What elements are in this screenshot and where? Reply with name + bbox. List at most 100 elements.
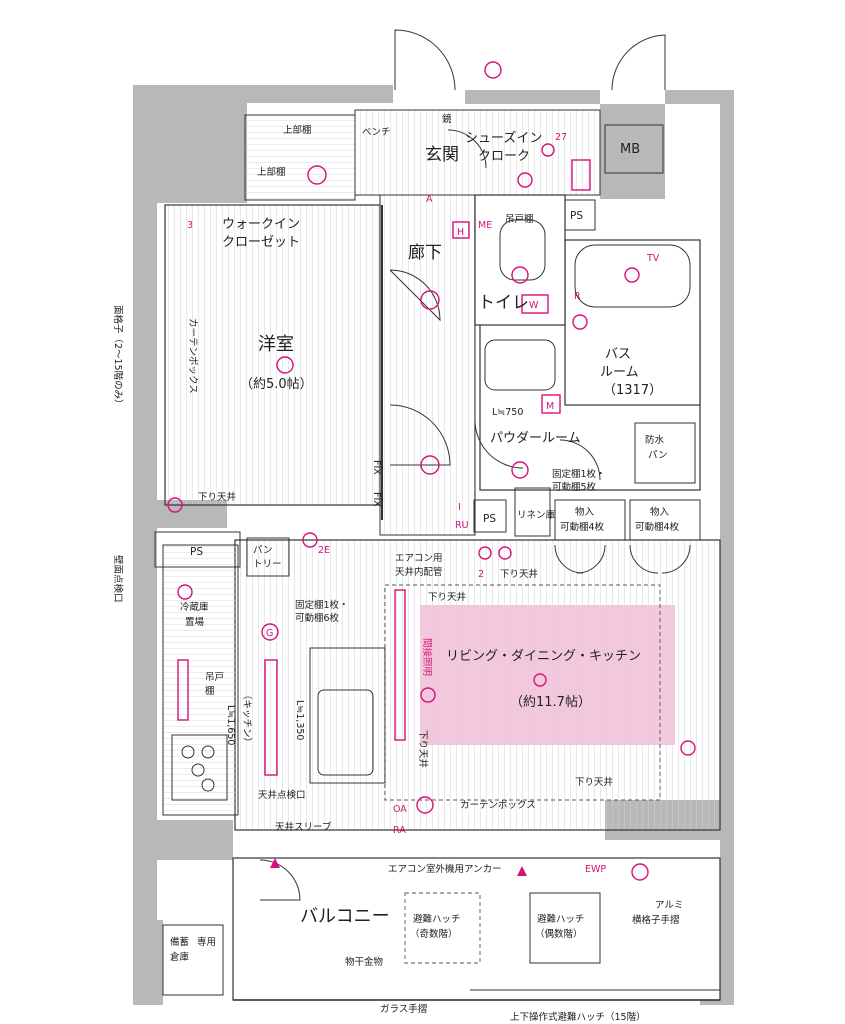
symbol-G: G: [266, 628, 273, 639]
label-bath-2: ルーム: [600, 365, 639, 380]
label-bench: ベンチ: [362, 127, 391, 138]
label-fix2: FIX: [371, 492, 382, 507]
label-lowered-ceiling5: 下り天井: [417, 730, 429, 768]
label-curtain-box: カーテンボックス: [460, 800, 536, 811]
label-hatch-odd-2: （奇数階）: [410, 928, 458, 940]
label-western-room-size: （約5.0帖）: [240, 377, 313, 392]
label-mirror: 鏡: [442, 113, 452, 125]
label-aluminium-2: 横格子手摺: [632, 914, 680, 926]
labels: 玄関 シューズイン クローク MB PS PS PS 上部棚 上部棚 ベンチ 鏡…: [112, 113, 683, 1023]
symbol-I: I: [458, 502, 461, 513]
label-shoes-closet-1: シューズイン: [465, 130, 542, 146]
label-shelf-fixed-1: 固定棚1枚・: [552, 468, 606, 480]
label-l750: L≒750: [492, 407, 523, 418]
label-storage1-2: 可動棚4枚: [560, 521, 605, 533]
label-aircon-anchor: エアコン室外機用アンカー: [388, 863, 502, 875]
label-curtain-box2: カーテンボックス: [187, 318, 198, 394]
label-waterproof-pan-1: 防水: [645, 434, 665, 446]
label-l1650: L≒1,650: [225, 705, 236, 745]
label-pantry-2: トリー: [253, 559, 282, 570]
label-balcony: バルコニー: [300, 906, 390, 927]
label-hanging-shelf: 吊戸棚: [505, 213, 534, 225]
label-pantry-shelf-1: 固定棚1枚・: [295, 599, 349, 611]
symbol-RA: RA: [393, 825, 406, 836]
electrical-symbols: [167, 61, 696, 881]
label-powder-room: パウダールーム: [490, 431, 581, 446]
label-storage2-1: 物入: [650, 506, 670, 518]
label-waterproof-pan-2: パン: [648, 450, 667, 461]
label-face-lattice: 面格子（2〜15階のみ）: [112, 305, 124, 409]
label-ceiling-sleeve: 天井スリーブ: [275, 821, 332, 833]
symbol-W: W: [529, 300, 539, 311]
label-lowered-ceiling1: 下り天井: [198, 491, 236, 503]
label-aluminium-1: アルミ: [655, 900, 683, 911]
fixtures: [154, 124, 701, 801]
label-aircon-pipe-1: エアコン用: [395, 553, 443, 564]
label-ps2: PS: [483, 513, 496, 525]
label-fridge-2: 置場: [185, 616, 205, 628]
label-hatch-15: 上下操作式避難ハッチ（15階）: [510, 1011, 646, 1023]
label-lowered-ceiling2: 下り天井: [500, 568, 538, 580]
label-toilet: トイレ: [478, 293, 529, 313]
label-shelf-fixed-2: 可動棚5枚: [552, 481, 597, 493]
label-western-room: 洋室: [258, 334, 294, 355]
label-wall-inspection: 壁面点検口: [112, 555, 124, 603]
symbol-OA: OA: [393, 804, 407, 815]
symbol-RU: RU: [455, 520, 469, 531]
label-storage-warehouse-2: 倉庫: [170, 951, 190, 963]
label-hanging-shelf2-2: 棚: [205, 685, 215, 697]
symbol-R: R: [574, 291, 581, 302]
label-pantry-1: パン: [253, 545, 272, 556]
label-hanging-shelf2-1: 吊戸: [205, 672, 224, 683]
symbol-M: M: [546, 401, 554, 412]
label-storage1-1: 物入: [575, 506, 595, 518]
label-upper-shelf: 上部棚: [283, 124, 312, 136]
label-bath-1: バス: [605, 347, 631, 362]
balcony-area: [162, 857, 721, 1001]
label-exclusive: 専用: [197, 936, 216, 948]
label-entrance: 玄関: [425, 145, 459, 165]
label-fix1: FIX: [371, 460, 382, 475]
symbol-2: 2: [478, 569, 484, 580]
label-storage-warehouse-1: 備蓄: [170, 936, 189, 948]
label-l1350: L≒1,350: [294, 700, 305, 740]
symbol-3: 3: [187, 220, 193, 231]
label-laundry: 物干金物: [345, 956, 384, 968]
label-indirect-light: 間接照明: [421, 638, 433, 676]
label-ldk-size: （約11.7帖）: [510, 695, 591, 710]
door-swings: [259, 29, 691, 901]
label-ceiling-inspection: 天井点検口: [258, 789, 306, 801]
label-pantry-shelf-2: 可動棚6枚: [295, 612, 340, 624]
label-lowered-ceiling3: 下り天井: [428, 591, 466, 603]
label-linen: リネン庫: [517, 509, 556, 521]
label-hatch-even-1: 避難ハッチ: [537, 913, 585, 925]
label-ps1: PS: [570, 210, 583, 222]
label-upper-shelf2: 上部棚: [257, 166, 286, 178]
label-ewp: EWP: [585, 864, 606, 875]
label-fridge-1: 冷蔵庫: [180, 601, 209, 613]
symbol-H: H: [457, 227, 464, 238]
symbol-A: A: [426, 194, 433, 205]
label-aircon-pipe-2: 天井内配管: [395, 566, 443, 578]
label-hatch-odd-1: 避難ハッチ: [413, 913, 461, 925]
label-bath-size: （1317）: [603, 383, 662, 398]
symbol-ME: ME: [478, 220, 492, 231]
ldk-highlight: [420, 605, 675, 745]
symbol-letters: A H ME W R M TV G OA RA I RU 2E 2 3 27: [187, 132, 660, 836]
label-glass-rail: ガラス手摺: [380, 1003, 427, 1015]
symbol-2E: 2E: [318, 545, 330, 556]
label-mb: MB: [620, 142, 640, 157]
label-shoes-closet-2: クローク: [478, 149, 530, 164]
symbol-TV: TV: [646, 253, 660, 264]
label-ps3: PS: [190, 546, 203, 558]
label-ldk: リビング・ダイニング・キッチン: [446, 649, 641, 664]
label-hatch-even-2: （偶数階）: [535, 928, 583, 940]
label-wic-2: クローゼット: [222, 235, 300, 250]
label-corridor: 廊下: [408, 243, 442, 263]
label-lowered-ceiling4: 下り天井: [575, 776, 613, 788]
label-kitchen: （キッチン）: [241, 690, 253, 747]
symbol-27: 27: [555, 132, 567, 143]
label-wic-1: ウォークイン: [222, 217, 300, 232]
label-storage2-2: 可動棚4枚: [635, 521, 680, 533]
